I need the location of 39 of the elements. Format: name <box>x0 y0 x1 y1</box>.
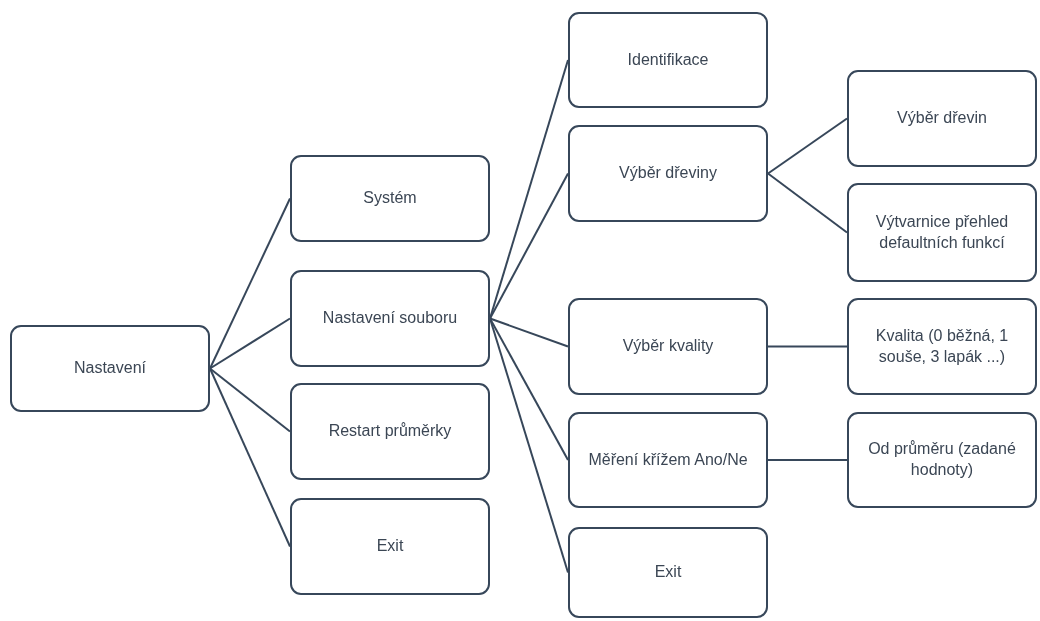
box-label: Nastavení souboru <box>322 308 458 329</box>
connector-line <box>767 345 848 348</box>
menu-box <box>847 70 1037 167</box>
connector-line <box>209 317 291 370</box>
menu-box <box>847 412 1037 508</box>
connector-line <box>489 172 569 320</box>
menu-box <box>568 298 768 395</box>
box-label: Výběr kvality <box>622 336 714 357</box>
box-label: Výběr dřeviny <box>619 163 717 184</box>
connector-line <box>209 197 291 370</box>
menu-box <box>847 183 1037 282</box>
box-label: Kvalita (0 běžná, 1 souše, 3 lapák ...) <box>874 325 1010 367</box>
connector-line <box>209 367 291 548</box>
box-label: Exit <box>654 562 682 583</box>
menu-box <box>568 412 768 508</box>
menu-box <box>568 527 768 618</box>
box-label: Systém <box>363 188 417 209</box>
box-label: Identifikace <box>627 49 709 70</box>
box-label: Měření křížem Ano/Ne <box>588 449 748 470</box>
menu-box <box>568 125 768 222</box>
connector-line <box>489 317 569 461</box>
box-label: Restart průměrky <box>328 421 452 442</box>
box-label: Od průměru (zadané hodnoty) <box>867 439 1017 480</box>
menu-box <box>290 498 490 595</box>
connector-line <box>767 172 848 234</box>
menu-box <box>290 383 490 480</box>
menu-box <box>290 270 490 367</box>
menu-box <box>847 298 1037 395</box>
box-label: Výtvarnice přehled defaultních funkcí <box>874 211 1010 253</box>
connector-line <box>767 117 848 175</box>
box-label: Exit <box>376 536 404 557</box>
menu-box <box>10 325 210 412</box>
connector-line <box>489 317 569 348</box>
connector-line <box>767 459 848 461</box>
connector-line <box>209 367 291 433</box>
box-label: Výběr dřevin <box>897 108 987 129</box>
box-label: Nastavení <box>73 358 146 379</box>
menu-box <box>568 12 768 108</box>
menu-box <box>290 155 490 242</box>
